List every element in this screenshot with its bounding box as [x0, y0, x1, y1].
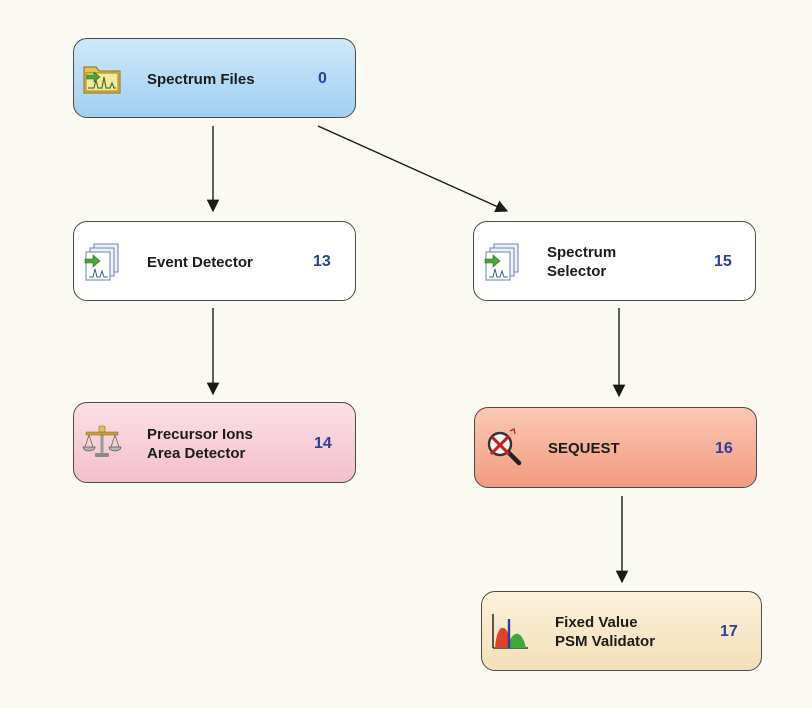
node-count: 0 — [318, 70, 327, 87]
stacked-spectra-icon — [484, 243, 519, 281]
node-label: Fixed Value PSM Validator — [555, 614, 656, 650]
node-sequest[interactable]: SEQUEST 16 — [474, 407, 757, 488]
magnifier-search-icon — [487, 427, 522, 465]
node-label: Precursor Ions Area Detector — [147, 426, 253, 462]
balance-scale-icon — [82, 425, 122, 457]
node-count: 17 — [720, 623, 738, 640]
node-event-detector[interactable]: Event Detector 13 — [73, 221, 356, 301]
node-count: 13 — [313, 253, 331, 270]
node-count: 15 — [714, 253, 732, 270]
node-count: 16 — [715, 440, 733, 457]
node-fixed-value-psm-validator[interactable]: Fixed Value PSM Validator 17 — [481, 591, 762, 671]
folder-spectrum-icon — [83, 66, 121, 94]
edge-spectrum-files-to-spectrum-selector — [317, 125, 509, 213]
node-label: Event Detector — [147, 254, 253, 271]
stacked-spectra-icon — [84, 243, 119, 281]
node-spectrum-files[interactable]: Spectrum Files 0 — [73, 38, 356, 118]
node-spectrum-selector[interactable]: Spectrum Selector 15 — [473, 221, 756, 301]
node-label: Spectrum Selector — [547, 244, 617, 280]
node-precursor-ions-area-detector[interactable]: Precursor Ions Area Detector 14 — [73, 402, 356, 483]
node-count: 14 — [314, 435, 332, 452]
node-label: Spectrum Files — [147, 71, 255, 88]
distribution-chart-icon — [492, 614, 528, 649]
node-label: SEQUEST — [548, 440, 620, 457]
